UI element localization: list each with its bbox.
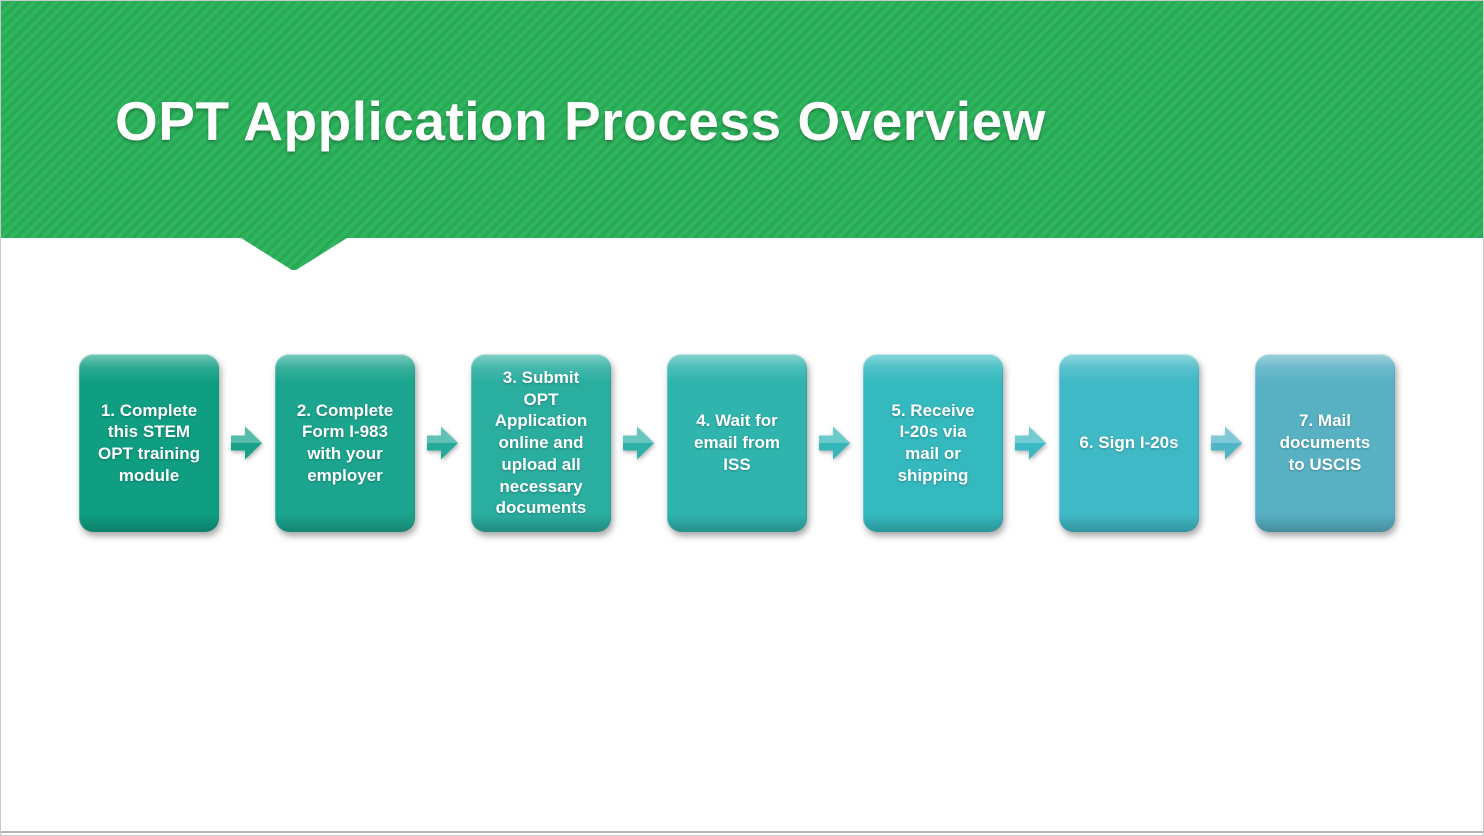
bottom-border-line [1,831,1483,833]
process-flow: 1. Complete this STEM OPT training modul… [79,354,1395,532]
right-arrow-icon [1211,426,1242,460]
process-step-label: 3. Submit OPT Application online and upl… [494,367,588,518]
process-step-box: 6. Sign I-20s [1059,354,1199,532]
process-step-label: 6. Sign I-20s [1079,433,1179,453]
process-step-label: 5. Receive I-20s via mail or shipping [891,400,975,485]
process-step-box: 7. Mail documents to USCIS [1255,354,1395,532]
right-arrow-icon [1015,426,1046,460]
process-step-label: 4. Wait for email from ISS [694,411,780,474]
step-connector [1199,354,1255,532]
process-step-label: 2. Complete Form I-983 with your employe… [296,400,394,485]
right-arrow-icon [427,426,458,460]
process-step-label: 7. Mail documents to USCIS [1279,411,1371,474]
process-step-label: 1. Complete this STEM OPT training modul… [98,400,200,485]
right-arrow-icon [623,426,654,460]
right-arrow-icon [819,426,850,460]
banner-notch-pointer [241,238,347,270]
slide-title: OPT Application Process Overview [115,90,1046,152]
process-step-box: 4. Wait for email from ISS [667,354,807,532]
right-arrow-icon [231,426,262,460]
process-step-box: 3. Submit OPT Application online and upl… [471,354,611,532]
step-connector [1003,354,1059,532]
step-connector [415,354,471,532]
process-step-box: 2. Complete Form I-983 with your employe… [275,354,415,532]
process-step-box: 5. Receive I-20s via mail or shipping [863,354,1003,532]
step-connector [611,354,667,532]
step-connector [807,354,863,532]
process-step-box: 1. Complete this STEM OPT training modul… [79,354,219,532]
title-banner: OPT Application Process Overview [1,1,1483,238]
step-connector [219,354,275,532]
